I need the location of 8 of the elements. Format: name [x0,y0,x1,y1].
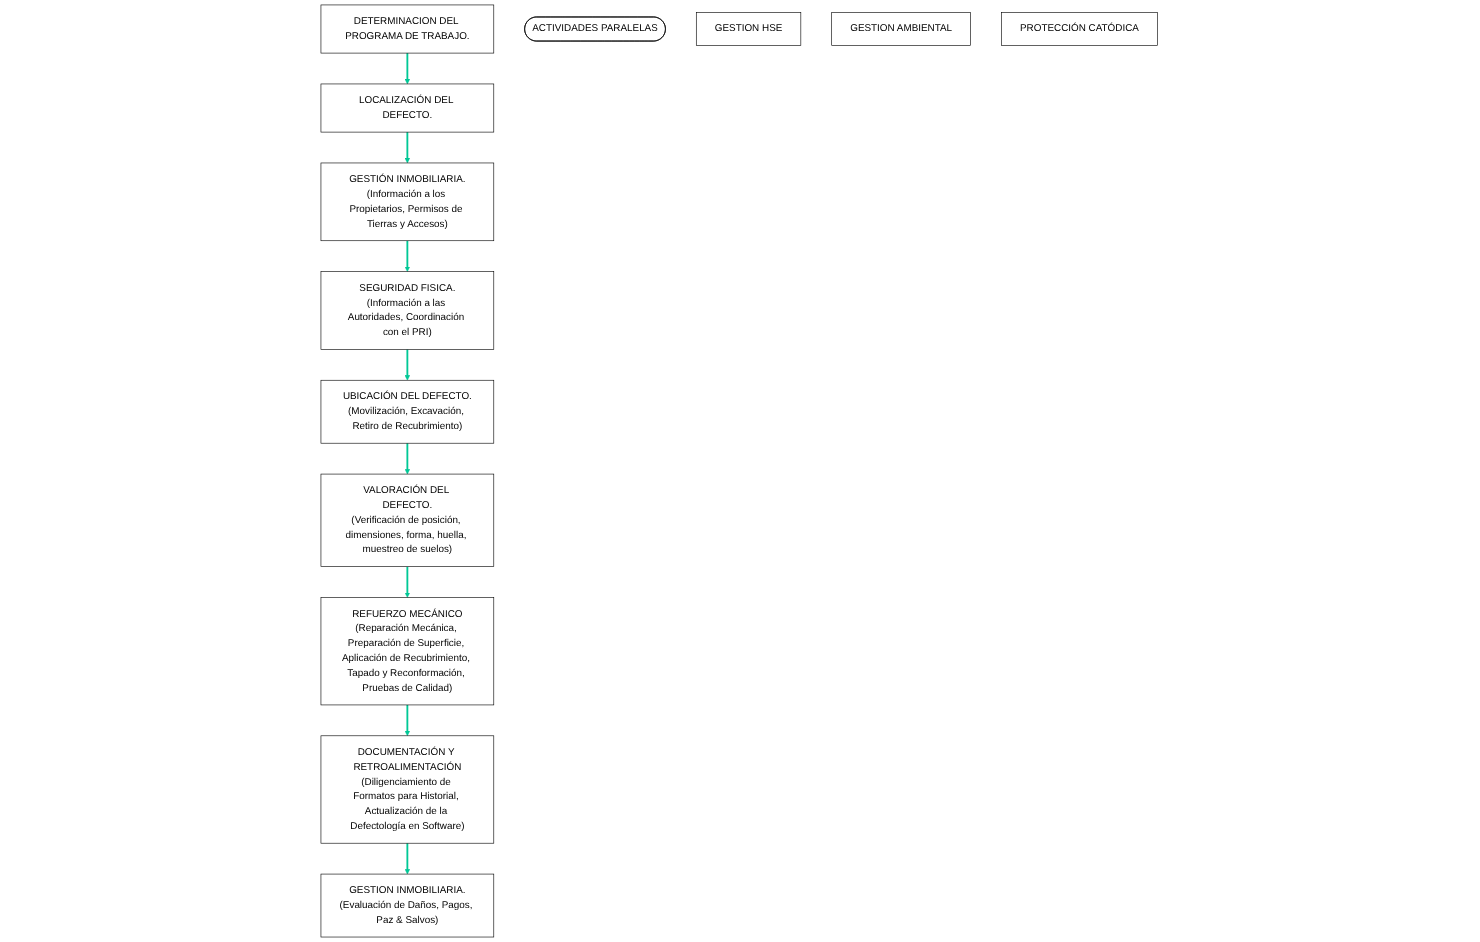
arrow [405,52,411,85]
arrow [405,565,411,598]
arrow [405,704,411,737]
arrow [405,348,411,381]
arrow [405,131,411,164]
arrow [405,442,411,475]
arrow [405,842,411,875]
arrow [405,239,411,272]
